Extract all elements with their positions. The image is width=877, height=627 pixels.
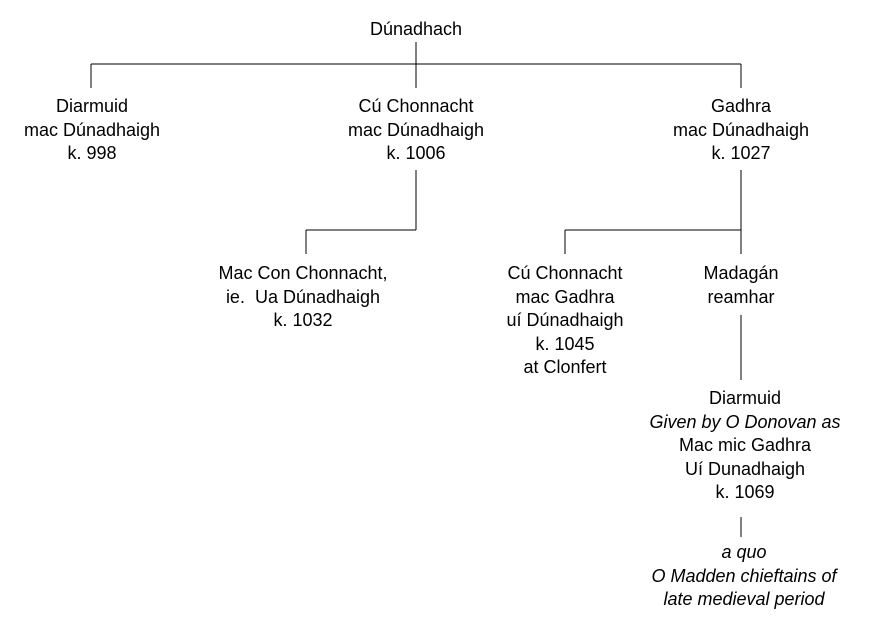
node-cu-chonnacht-1006-line-1: Cú Chonnacht	[358, 96, 474, 116]
node-cu-chonnacht-1045-line-5: at Clonfert	[523, 357, 607, 377]
node-diarmuid-1069: Diarmuid Given by O Donovan as Mac mic G…	[649, 387, 840, 505]
node-madagan: Madagán reamhar	[703, 262, 778, 309]
node-cu-chonnacht-1006-line-2: mac Dúnadhaigh	[347, 119, 485, 140]
node-cu-chonnacht-1006: Cú Chonnacht mac Dúnadhaigh k. 1006	[348, 95, 484, 166]
node-a-quo-line-2: O Madden chieftains of	[651, 565, 837, 586]
node-a-quo-line-1: a quo	[721, 542, 767, 562]
node-diarmuid-1069-line-3: Mac mic Gadhra	[678, 435, 812, 455]
node-dunadhach-line-1: Dúnadhach	[369, 19, 463, 39]
node-diarmuid-998-line-1: Diarmuid	[55, 96, 129, 116]
node-diarmuid-1069-line-5: k. 1069	[715, 482, 775, 502]
node-cu-chonnacht-1045: Cú Chonnacht mac Gadhra uí Dúnadhaigh k.…	[506, 262, 623, 380]
node-diarmuid-998-line-2: mac Dúnadhaigh	[23, 119, 161, 140]
node-dunadhach: Dúnadhach	[370, 18, 462, 42]
node-cu-chonnacht-1045-line-2: mac Gadhra	[515, 286, 615, 307]
node-cu-chonnacht-1045-line-4: k. 1045	[535, 333, 595, 354]
node-diarmuid-1069-note: Given by O Donovan as	[649, 411, 841, 432]
node-gadhra-1027-line-3: k. 1027	[711, 143, 771, 163]
node-gadhra-1027-line-2: mac Dúnadhaigh	[672, 119, 810, 140]
node-a-quo-line-3: late medieval period	[663, 589, 825, 609]
node-a-quo: a quo O Madden chieftains of late mediev…	[651, 541, 836, 612]
node-madagan-line-1: Madagán	[703, 263, 779, 283]
node-mac-con-1032-line-3: k. 1032	[273, 310, 333, 330]
node-gadhra-1027-line-1: Gadhra	[710, 96, 772, 116]
node-cu-chonnacht-1006-line-3: k. 1006	[386, 143, 446, 163]
node-mac-con-1032-line-2: ie. Ua Dúnadhaigh	[225, 286, 381, 307]
node-madagan-line-2: reamhar	[707, 286, 775, 307]
node-diarmuid-1069-line-4: Uí Dunadhaigh	[684, 458, 806, 479]
node-cu-chonnacht-1045-line-3: uí Dúnadhaigh	[506, 310, 624, 330]
node-gadhra-1027: Gadhra mac Dúnadhaigh k. 1027	[673, 95, 809, 166]
node-mac-con-1032: Mac Con Chonnacht, ie. Ua Dúnadhaigh k. …	[218, 262, 387, 333]
node-diarmuid-998: Diarmuid mac Dúnadhaigh k. 998	[24, 95, 160, 166]
node-cu-chonnacht-1045-line-1: Cú Chonnacht	[507, 263, 623, 283]
node-diarmuid-1069-line-1: Diarmuid	[708, 388, 782, 408]
node-diarmuid-998-line-3: k. 998	[67, 143, 117, 163]
node-mac-con-1032-line-1: Mac Con Chonnacht,	[218, 263, 388, 283]
